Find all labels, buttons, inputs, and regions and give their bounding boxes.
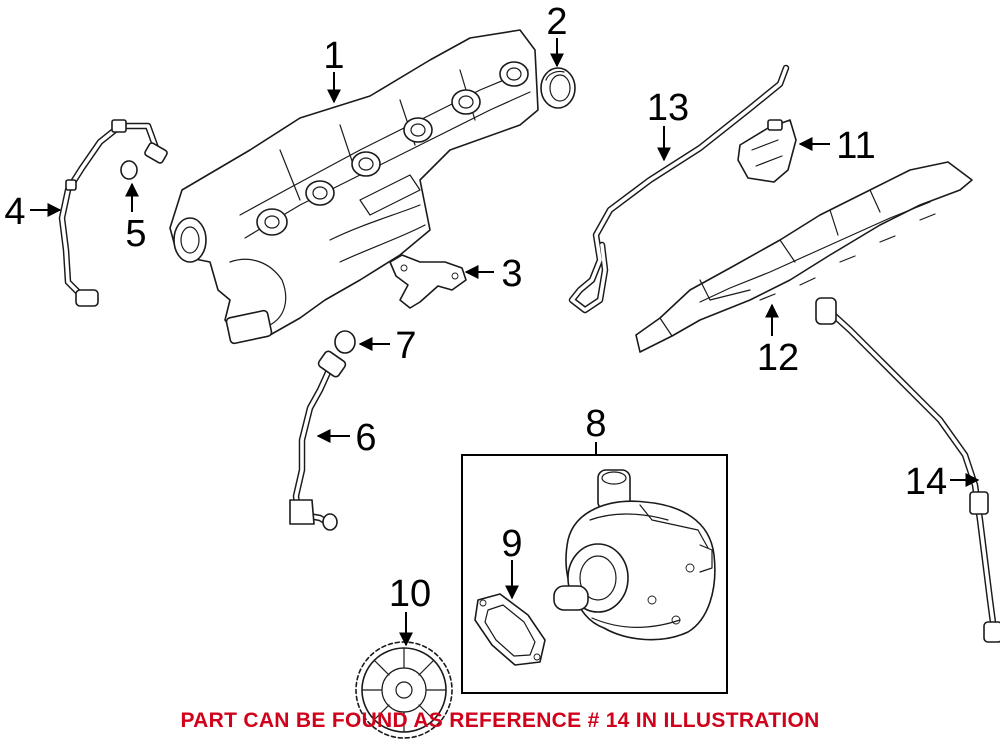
callout-8: 8	[585, 403, 606, 445]
callout-6: 6	[355, 417, 376, 459]
callout-2: 2	[546, 1, 567, 43]
callout-12: 12	[757, 337, 799, 379]
sprocket-part	[355, 641, 453, 739]
callout-5: 5	[125, 213, 146, 255]
vacuum-pump-assembly-box	[461, 454, 728, 694]
vacuum-line-part	[568, 64, 790, 314]
seal-ring-part	[540, 67, 576, 109]
heat-shield-part	[635, 161, 973, 353]
callout-1: 1	[323, 35, 344, 77]
callout-labels: 1 2 3 4 5 6 7 8 9 10 11 12 13 14	[4, 1, 947, 615]
vacuum-hose-part	[815, 297, 1000, 643]
return-line-part	[289, 350, 347, 531]
bracket-part	[389, 254, 467, 309]
oil-line-part	[58, 119, 168, 307]
vacuum-pump-part	[553, 469, 716, 641]
leader-lines	[30, 38, 980, 647]
callout-10: 10	[389, 573, 431, 615]
callout-14: 14	[905, 461, 947, 503]
callout-3: 3	[501, 253, 522, 295]
turbo-manifold-part	[169, 29, 539, 345]
callout-7: 7	[395, 325, 416, 367]
callout-4: 4	[4, 191, 25, 233]
callout-13: 13	[647, 87, 689, 129]
reference-note: PART CAN BE FOUND AS REFERENCE # 14 IN I…	[180, 709, 819, 732]
callout-11: 11	[836, 125, 875, 167]
o-ring-part	[334, 330, 356, 354]
o-ring-part	[120, 160, 138, 180]
callout-9: 9	[501, 523, 522, 565]
gasket-part	[474, 593, 546, 666]
sensor-bracket-part	[737, 119, 797, 183]
